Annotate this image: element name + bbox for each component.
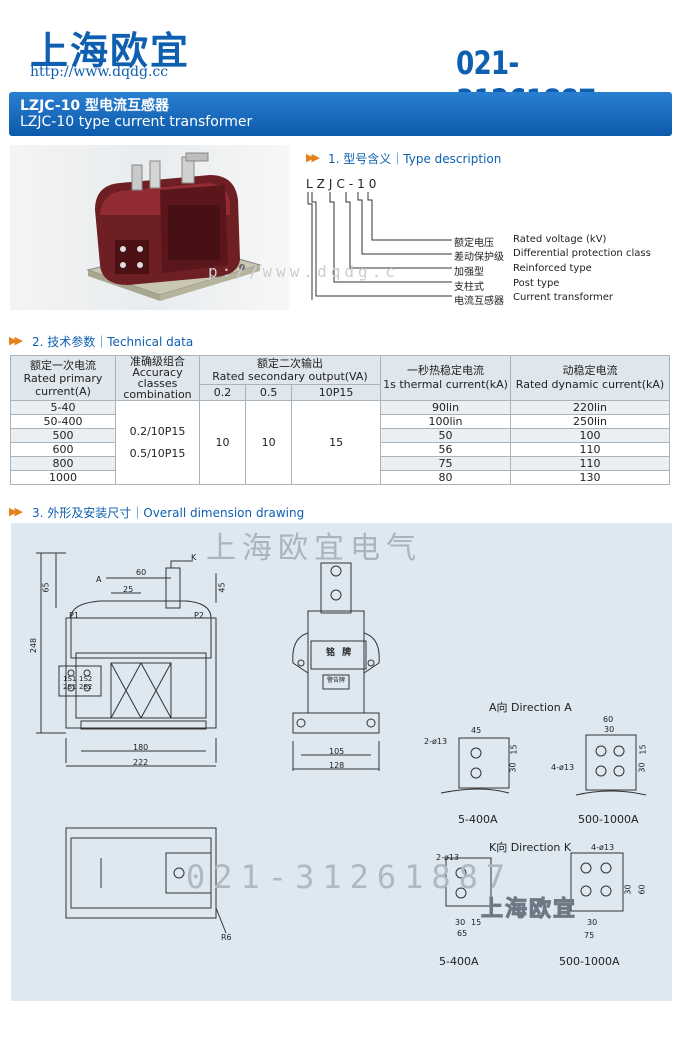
tech-data-table: 额定一次电流 Rated primary current(A) 准确级组合 Ac… bbox=[10, 355, 670, 485]
dim-25: 25 bbox=[123, 585, 134, 594]
col-output-02: 0.2 bbox=[198, 383, 247, 402]
product-photo bbox=[10, 145, 290, 310]
accuracy-cell: 0.2/10P15 0.5/10P15 bbox=[115, 400, 200, 485]
company-url[interactable]: http://www.dqdg.cc bbox=[30, 64, 169, 80]
dim-hole4-a: 4-ø13 bbox=[551, 763, 575, 772]
dim-60-a2: 60 bbox=[603, 715, 614, 724]
dim-15-a2: 15 bbox=[638, 744, 648, 755]
dim-15-k: 15 bbox=[471, 918, 482, 927]
label-500-1000a-top: 500-1000A bbox=[578, 813, 639, 826]
dim-128: 128 bbox=[329, 761, 345, 770]
title-bar: LZJC-10 型电流互感器 LZJC-10 type current tran… bbox=[9, 92, 672, 136]
dim-30-a: 30 bbox=[508, 762, 518, 773]
col-accuracy: 准确级组合 Accuracy classes combination bbox=[115, 355, 200, 401]
direction-k-label: K向 Direction K bbox=[489, 841, 572, 854]
dim-hole4-k: 4-ø13 bbox=[591, 843, 615, 852]
dim-hole-k: 2-ø13 bbox=[436, 853, 460, 862]
legend-cn-1: 差动保护级 bbox=[454, 252, 504, 263]
legend-cn-4: 电流互感器 bbox=[454, 296, 504, 307]
col-secondary-output: 额定二次输出 Rated secondary output(VA) bbox=[199, 355, 381, 385]
dim-30-k3: 30 bbox=[587, 918, 598, 927]
legend-en-1: Differential protection class bbox=[513, 248, 651, 259]
nameplate-label: 铭 牌 bbox=[326, 648, 354, 658]
label-500-1000a-bottom: 500-1000A bbox=[559, 955, 620, 968]
model-code: LZJC-10 bbox=[306, 177, 381, 191]
title-model: LZJC-10 bbox=[20, 98, 81, 114]
legend-cn-3: 支柱式 bbox=[454, 282, 484, 293]
dim-a: A bbox=[96, 575, 102, 584]
dim-30-k2: 30 bbox=[623, 884, 633, 895]
dim-75-k: 75 bbox=[584, 931, 595, 940]
dim-65: 65 bbox=[41, 582, 51, 593]
title-cn: LZJC-10 型电流互感器 bbox=[20, 95, 169, 115]
dim-60-k: 60 bbox=[637, 884, 647, 895]
dim-s3: 2S1 bbox=[63, 683, 77, 691]
title-en: LZJC-10 type current transformer bbox=[20, 114, 253, 130]
dim-222: 222 bbox=[133, 758, 149, 767]
dim-45-a: 45 bbox=[471, 726, 482, 735]
legend-cn-0: 额定电压 bbox=[454, 238, 494, 249]
legend-en-0: Rated voltage (kV) bbox=[513, 234, 607, 245]
legend-en-4: Current transformer bbox=[513, 292, 614, 303]
warning-label: 警告牌 bbox=[327, 677, 346, 684]
model-legend-lines bbox=[307, 192, 452, 300]
dim-65-k: 65 bbox=[457, 929, 468, 938]
section2-arrows-icon: ▶▶ bbox=[9, 334, 23, 347]
section3-heading: 3. 外形及安装尺寸｜Overall dimension drawing bbox=[32, 506, 305, 520]
section1-heading: 1. 型号含义｜Type description bbox=[328, 152, 502, 166]
label-5-400a-top: 5-400A bbox=[458, 813, 498, 826]
dim-60: 60 bbox=[136, 568, 147, 577]
title-cn-text: 型电流互感器 bbox=[85, 98, 170, 114]
dim-s1: 1S1 bbox=[63, 675, 77, 683]
col-output-05: 0.5 bbox=[245, 383, 293, 402]
watermark-logo: 上海欧宜 bbox=[480, 897, 578, 923]
table-row: 500 50 100 bbox=[10, 428, 670, 443]
label-5-400a-bottom: 5-400A bbox=[439, 955, 479, 968]
section1-arrows-icon: ▶▶ bbox=[306, 151, 320, 164]
section3-arrows-icon: ▶▶ bbox=[9, 505, 23, 518]
dim-180: 180 bbox=[133, 743, 149, 752]
legend-cn-2: 加强型 bbox=[454, 267, 484, 278]
table-row: 50-400 100lin 250lin bbox=[10, 414, 670, 429]
dim-s4: 2S2 bbox=[79, 683, 93, 691]
col-primary-current: 额定一次电流 Rated primary current(A) bbox=[10, 355, 116, 401]
dim-45: 45 bbox=[217, 582, 227, 593]
dim-r6: R6 bbox=[221, 933, 232, 942]
dim-30-a2: 30 bbox=[604, 725, 615, 734]
col-thermal: 一秒热稳定电流 1s thermal current(kA) bbox=[380, 355, 511, 401]
dim-p2: P2 bbox=[194, 611, 204, 620]
dim-30-k: 30 bbox=[455, 918, 466, 927]
table-row: 800 75 110 bbox=[10, 456, 670, 471]
legend-en-2: Reinforced type bbox=[513, 263, 592, 274]
table-row: 600 56 110 bbox=[10, 442, 670, 457]
dim-30-a3: 30 bbox=[637, 762, 647, 773]
dim-hole-a: 2-ø13 bbox=[424, 737, 448, 746]
dim-105: 105 bbox=[329, 747, 345, 756]
url-watermark: p://www.dqdg.c bbox=[208, 262, 399, 281]
watermark-phone: 021-31261887 bbox=[186, 858, 514, 896]
dim-15-a: 15 bbox=[509, 744, 519, 755]
col-dynamic: 动稳定电流 Rated dynamic current(kA) bbox=[510, 355, 670, 401]
table-row: 5-40 0.2/10P15 0.5/10P15 10 10 15 90lin … bbox=[10, 400, 670, 485]
direction-a-label: A向 Direction A bbox=[489, 701, 572, 714]
table-row: 1000 80 130 bbox=[10, 470, 670, 485]
company-logo: 上海欧宜 bbox=[30, 29, 191, 73]
dim-k: K bbox=[191, 553, 197, 562]
dim-p1: P1 bbox=[69, 611, 79, 620]
dim-248: 248 bbox=[29, 637, 39, 654]
dim-s2: 1S2 bbox=[79, 675, 93, 683]
watermark-company: 上海欧宜电气 bbox=[206, 531, 422, 566]
section2-heading: 2. 技术参数｜Technical data bbox=[32, 335, 194, 349]
dimension-drawing-svg bbox=[36, 552, 647, 934]
col-output-10p15: 10P15 bbox=[291, 383, 381, 402]
dimension-drawing: 铭 牌 警告牌 K A 60 65 25 45 P1 P2 248 1S1 1S… bbox=[11, 523, 672, 1001]
legend-en-3: Post type bbox=[513, 278, 560, 289]
